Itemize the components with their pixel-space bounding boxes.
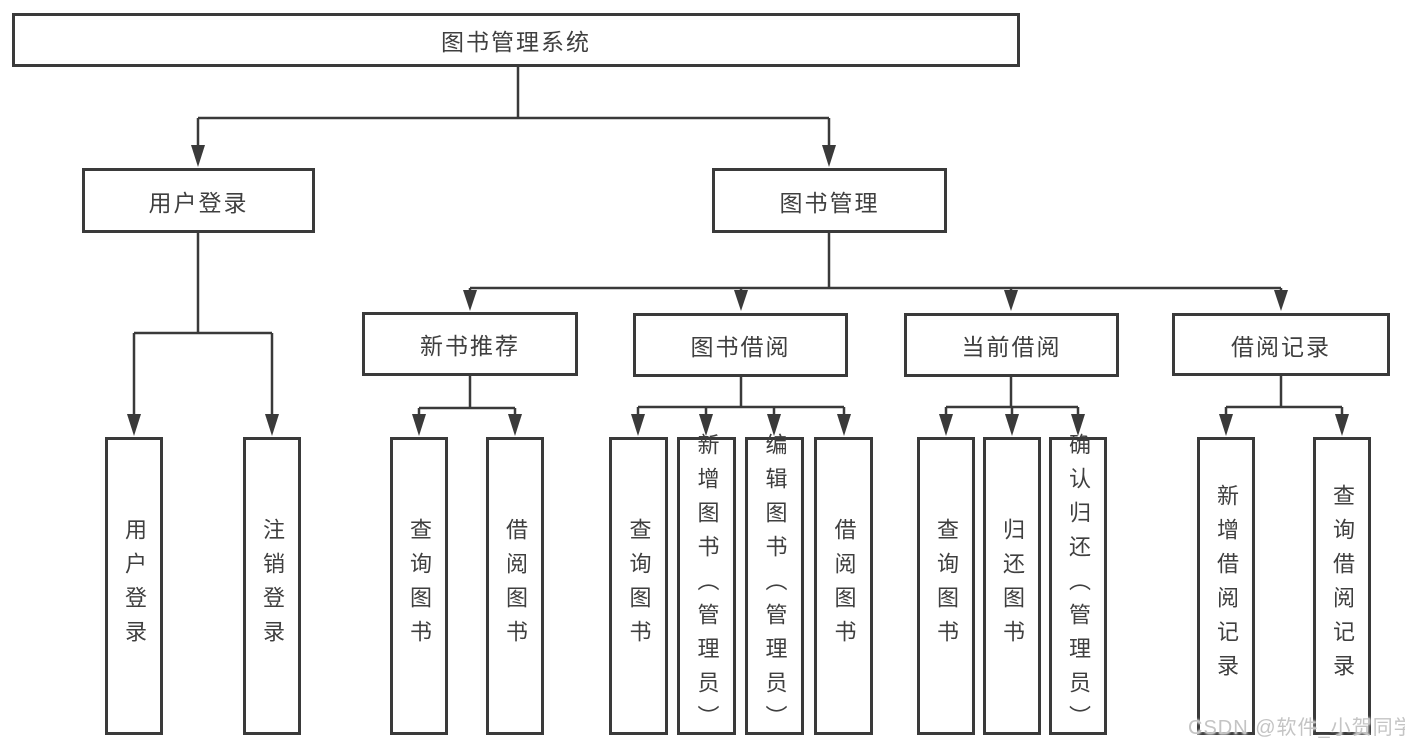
- leaf-query-books-recommend: 查询图书: [390, 437, 448, 735]
- node-label: 用户登录: [148, 189, 249, 216]
- edge-new-book-recommendation-to-leaves: [412, 376, 522, 436]
- leaf-label: 用户登录: [122, 518, 147, 654]
- node-label: 当前借阅: [961, 334, 1062, 360]
- edge-book-management-to-level3: [463, 233, 1288, 311]
- node-borrowing-records: 借阅记录: [1172, 313, 1390, 376]
- csdn-watermark: CSDN @软件_小贺同学: [1188, 717, 1405, 739]
- leaf-label: 查询图书: [407, 518, 432, 654]
- leaf-query-books-borrowing: 查询图书: [609, 437, 668, 735]
- edge-borrowing-records-to-leaves: [1219, 376, 1349, 436]
- leaf-label: 新增借阅记录: [1214, 484, 1239, 688]
- node-book-borrowing: 图书借阅: [633, 313, 848, 377]
- leaf-label: 归还图书: [1000, 518, 1025, 654]
- node-label: 图书借阅: [690, 334, 791, 360]
- node-label: 图书管理: [779, 189, 880, 216]
- leaf-return-books: 归还图书: [983, 437, 1041, 735]
- leaf-label: 确认归还（管理员）: [1066, 433, 1091, 739]
- node-user-login: 用户登录: [82, 168, 315, 233]
- edge-user-login-to-leaves: [127, 233, 279, 436]
- node-label: 借阅记录: [1231, 333, 1331, 360]
- node-library-management-system: 图书管理系统: [12, 13, 1020, 67]
- node-book-management: 图书管理: [712, 168, 947, 233]
- leaf-add-book-admin: 新增图书（管理员）: [677, 433, 736, 739]
- leaf-logout: 注销登录: [243, 437, 301, 735]
- leaf-add-borrow-record: 新增借阅记录: [1197, 437, 1255, 735]
- leaf-label: 借阅图书: [831, 518, 857, 654]
- edge-root-to-level2: [191, 67, 836, 167]
- leaf-label: 查询图书: [626, 518, 652, 654]
- node-label: 新书推荐: [420, 333, 520, 359]
- leaf-label: 注销登录: [260, 518, 285, 654]
- leaf-user-login: 用户登录: [105, 437, 163, 735]
- leaf-label: 借阅图书: [503, 518, 528, 654]
- leaf-borrow-books-borrowing: 借阅图书: [814, 437, 873, 735]
- leaf-label: 新增图书（管理员）: [694, 433, 720, 739]
- leaf-query-borrow-record: 查询借阅记录: [1313, 437, 1371, 735]
- leaf-label: 查询借阅记录: [1330, 484, 1355, 688]
- node-label: 图书管理系统: [441, 29, 591, 55]
- node-new-book-recommendation: 新书推荐: [362, 312, 578, 376]
- node-current-borrowing: 当前借阅: [904, 313, 1119, 377]
- edge-book-borrowing-to-leaves: [631, 377, 851, 436]
- leaf-label: 查询图书: [934, 518, 959, 654]
- leaf-label: 编辑图书（管理员）: [762, 433, 788, 739]
- edge-current-borrowing-to-leaves: [939, 377, 1085, 436]
- leaf-confirm-return-admin: 确认归还（管理员）: [1049, 433, 1107, 739]
- leaf-borrow-books-recommend: 借阅图书: [486, 437, 544, 735]
- leaf-query-books-current: 查询图书: [917, 437, 975, 735]
- leaf-edit-book-admin: 编辑图书（管理员）: [745, 433, 804, 739]
